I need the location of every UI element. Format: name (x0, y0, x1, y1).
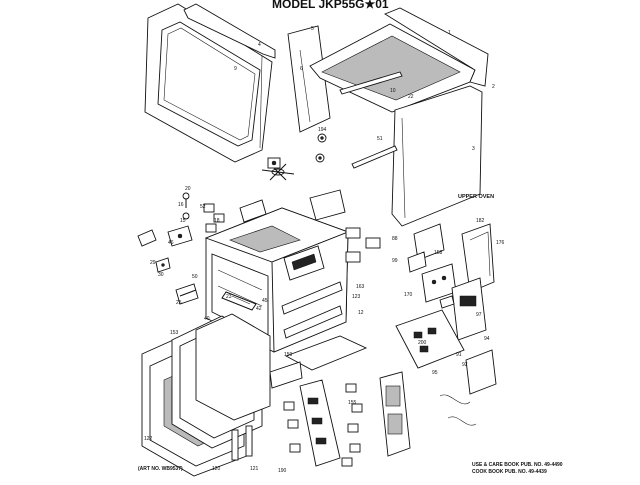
part-number-callout: 194 (318, 127, 327, 133)
part-number-callout: 1 (448, 30, 451, 36)
cabinet-back-wall (391, 85, 483, 227)
art-number: (ART NO. WB9537) (138, 466, 183, 472)
part-number-callout: 29 (150, 260, 156, 266)
part-number-callout: 159 (284, 352, 293, 358)
bracket-left-1 (137, 229, 157, 247)
diode (439, 295, 455, 309)
door-trim (183, 3, 276, 149)
part-number-callout: 25 (176, 300, 182, 306)
part-number-callout: 40 (204, 316, 210, 322)
part-number-callout: 190 (278, 468, 287, 474)
cavity-top-box (283, 245, 325, 281)
part-number-callout: 155 (348, 400, 357, 406)
diagram-title: MODEL JKP55G★01 (272, 0, 389, 11)
side-bracket-right (465, 349, 497, 395)
latch-assembly (175, 283, 199, 305)
relay-cluster (345, 227, 381, 263)
cavity-side-rail (281, 281, 343, 339)
heating-element (221, 291, 257, 311)
part-number-callout: 97 (476, 312, 482, 318)
part-number-callout: 51 (377, 136, 383, 142)
small-fastener-b (315, 153, 325, 163)
part-number-callout: 50 (192, 274, 198, 280)
part-number-callout: 88 (392, 236, 398, 242)
part-number-callout: 123 (352, 294, 361, 300)
control-panel-right (379, 371, 411, 457)
part-number-callout: 10 (390, 88, 396, 94)
part-number-callout: 122 (144, 436, 153, 442)
part-number-callout: 52 (200, 204, 206, 210)
switch-pair (203, 203, 225, 233)
part-number-callout: 99 (392, 258, 398, 264)
waveguide (461, 223, 495, 293)
door-hinge-left (231, 425, 253, 461)
part-number-callout: 91 (456, 352, 462, 358)
part-number-callout: 22 (408, 94, 414, 100)
capacitor (421, 263, 457, 303)
motor-bracket (267, 157, 281, 169)
part-number-callout: 18 (214, 218, 220, 224)
part-number-callout: 16 (178, 202, 184, 208)
part-number-callout: 182 (476, 218, 485, 224)
cavity-duct (309, 189, 346, 221)
section-label: UPPER OVEN (458, 194, 494, 200)
small-parts-bottom (341, 383, 363, 467)
magnetron-bracket (413, 223, 445, 261)
part-number-callout: 3 (472, 146, 475, 152)
small-parts-left-bottom (283, 401, 301, 453)
part-number-callout: 4 (258, 42, 261, 48)
part-number-callout: 6 (300, 66, 303, 72)
screw-left (182, 192, 190, 208)
part-number-callout: 176 (496, 240, 505, 246)
part-number-callout: 20 (185, 186, 191, 192)
pub-line-1: USE & CARE BOOK PUB. NO. 49-4490 (472, 462, 563, 468)
small-fastener-a (317, 133, 327, 143)
part-number-callout: 12 (358, 310, 364, 316)
cabinet-rear-panel (384, 7, 489, 87)
bracket-center (239, 199, 267, 223)
part-number-callout: 23 (226, 294, 232, 300)
screw-left-2 (182, 212, 190, 220)
part-number-callout: 45 (262, 298, 268, 304)
part-number-callout: 153 (170, 330, 179, 336)
door-liner (195, 313, 271, 421)
part-number-callout: 200 (418, 340, 427, 346)
part-number-callout: 42 (256, 306, 262, 312)
part-number-callout: 158 (434, 250, 443, 256)
part-number-callout: 121 (250, 466, 259, 472)
part-number-callout: 170 (404, 292, 413, 298)
switch-left (167, 225, 193, 247)
bottom-trim (269, 361, 303, 389)
part-number-callout: 163 (356, 284, 365, 290)
control-panel-strip (299, 379, 341, 467)
part-number-callout: 46 (168, 240, 174, 246)
part-number-callout: 120 (212, 466, 221, 472)
shelf-rail (351, 145, 398, 169)
part-number-callout: 95 (432, 370, 438, 376)
fan-blade (261, 163, 295, 181)
part-number-callout: 15 (180, 218, 186, 224)
bracket-left-2 (155, 257, 171, 273)
cabinet-side-panel (287, 25, 331, 133)
part-number-callout: 94 (484, 336, 490, 342)
part-number-callout: 5 (311, 26, 314, 32)
circuit-board (395, 309, 465, 369)
shelf-strip (339, 71, 403, 95)
part-number-callout: 2 (492, 84, 495, 90)
part-number-callout: 30 (158, 272, 164, 278)
wire-harness (439, 394, 477, 426)
part-number-callout: 92 (462, 362, 468, 368)
transformer (451, 277, 487, 341)
part-number-callout: 9 (234, 66, 237, 72)
cavity-bottom-tray (284, 335, 368, 371)
pub-line-2: COOK BOOK PUB. NO. 49-4439 (472, 469, 547, 475)
terminal-block (407, 251, 427, 273)
